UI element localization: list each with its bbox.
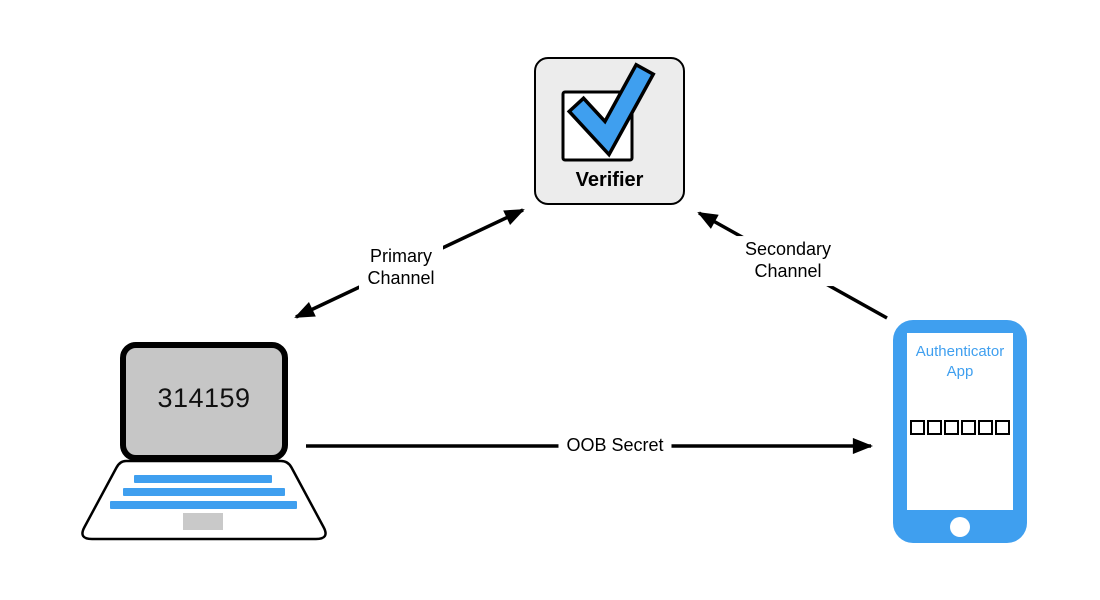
otp-code-slot: [978, 420, 993, 435]
laptop-code-display: 314159: [157, 383, 251, 413]
oob-secret-label: OOB Secret: [558, 432, 672, 460]
verifier-label: Verifier: [575, 169, 644, 191]
authenticator-app-label: Authenticator App: [915, 343, 1005, 381]
phone-node: Authenticator App: [893, 320, 1027, 543]
otp-code-slot: [961, 420, 976, 435]
otp-code-slot: [927, 420, 942, 435]
otp-code-slots: [910, 420, 1010, 435]
otp-code-slot: [995, 420, 1010, 435]
laptop-screen: 314159: [120, 342, 288, 461]
laptop-keyboard: [81, 459, 327, 541]
otp-code-slot: [944, 420, 959, 435]
phone-screen: Authenticator App: [907, 333, 1013, 510]
secondary-channel-label: Secondary Channel: [736, 236, 840, 286]
checkbox-checked-icon: [561, 62, 656, 162]
otp-code-slot: [910, 420, 925, 435]
verifier-node: Verifier: [534, 57, 685, 205]
home-button-icon: [950, 517, 970, 537]
primary-channel-label: Primary Channel: [359, 243, 443, 293]
